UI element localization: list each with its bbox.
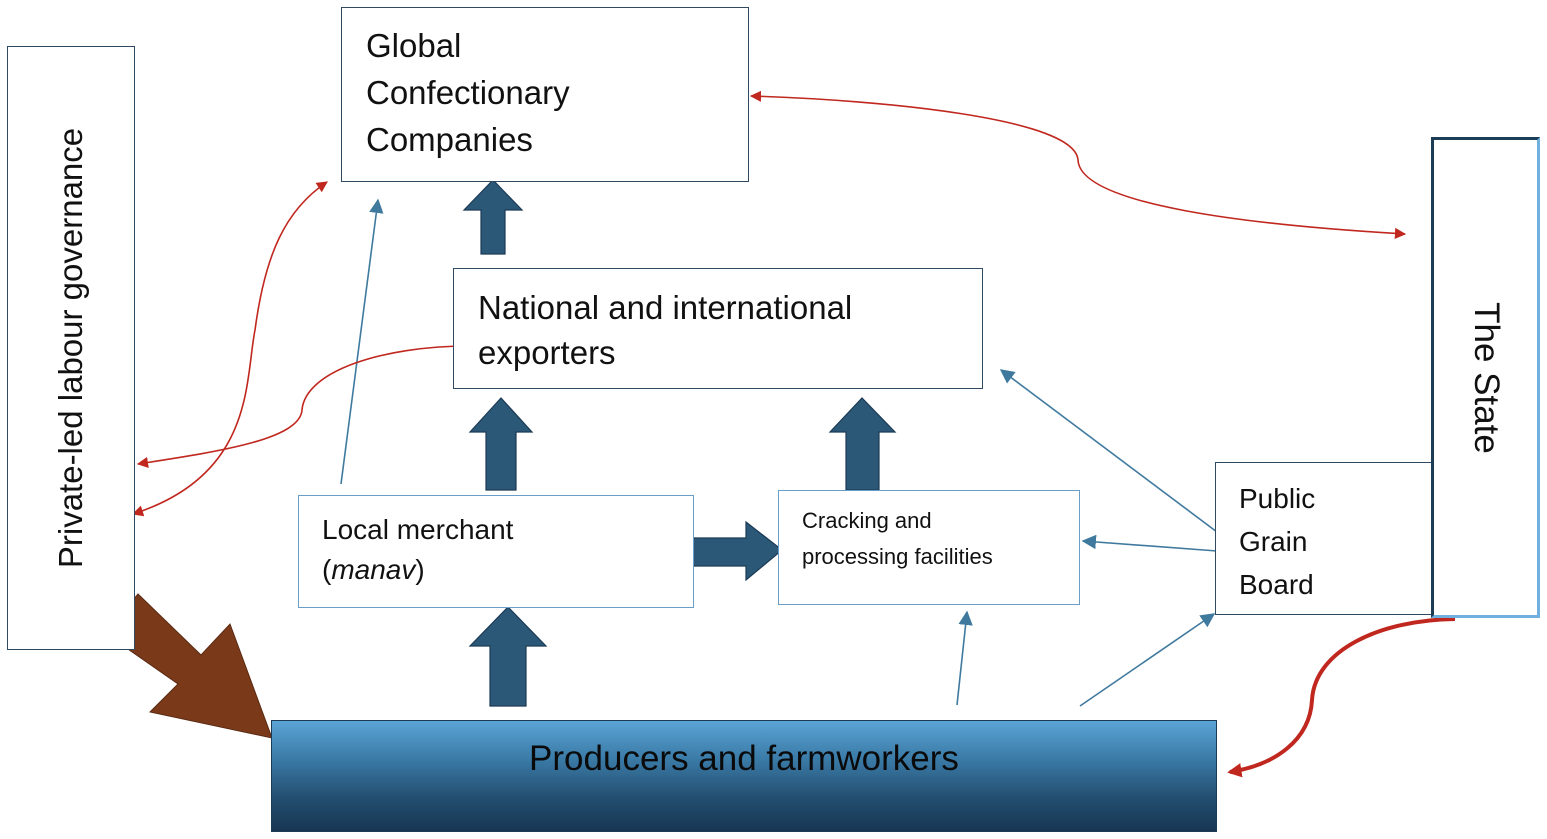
link-merchant-to-global <box>340 198 384 485</box>
influence-global-state <box>749 90 1407 240</box>
label-line: Companies <box>366 121 533 158</box>
public-grain-board-label: Public Grain Board <box>1239 477 1315 606</box>
private-labour-governance-label: Private-led labour governance <box>52 127 89 569</box>
label-line: Board <box>1239 569 1314 600</box>
label-line: Confectionary <box>366 74 570 111</box>
label-paren: ( <box>322 554 332 585</box>
flow-arrow-producers-to-merchant <box>468 606 548 707</box>
public-grain-board-box: Public Grain Board <box>1215 462 1433 615</box>
global-confectionary-companies-label: Global Confectionary Companies <box>366 22 570 163</box>
label-line: Local merchant <box>322 514 514 545</box>
global-confectionary-companies-box: Global Confectionary Companies <box>341 7 749 182</box>
label-line: National and international <box>478 289 853 326</box>
influence-private-global <box>131 181 328 517</box>
cracking-processing-box: Cracking and processing facilities <box>778 490 1080 605</box>
label-line: exporters <box>478 334 616 371</box>
flow-arrow-exporters-to-global <box>462 179 524 255</box>
label-line: Public <box>1239 483 1316 514</box>
flow-arrow-merchant-to-cracking <box>692 520 783 582</box>
influence-private-exporters <box>136 340 472 468</box>
exporters-box: National and international exporters <box>453 268 983 389</box>
local-merchant-box: Local merchant (manav) <box>298 495 694 608</box>
label-line: Grain <box>1239 526 1308 557</box>
producers-farmworkers-box: Producers and farmworkers <box>271 720 1217 832</box>
flow-arrow-merchant-to-exporters <box>468 397 534 491</box>
cracking-processing-label: Cracking and processing facilities <box>802 503 993 575</box>
label-line: Global <box>366 27 462 64</box>
local-merchant-label: Local merchant (manav) <box>322 510 513 590</box>
label-paren: ) <box>415 554 425 585</box>
label-line: processing facilities <box>802 544 993 569</box>
link-pgb-to-cracking <box>1081 534 1218 552</box>
flow-arrow-cracking-to-exporters <box>828 397 897 491</box>
link-producers-to-cracking <box>956 610 973 706</box>
the-state-label: The State <box>1466 301 1506 454</box>
governance-arrow-to-producers <box>104 593 273 739</box>
label-italic-term: manav <box>331 554 416 585</box>
producers-farmworkers-label: Producers and farmworkers <box>529 739 959 778</box>
state-to-producers-arrow <box>1227 617 1456 778</box>
label-line: Cracking and <box>802 508 932 533</box>
link-pgb-to-exporters <box>999 369 1218 533</box>
the-state-box: The State <box>1431 137 1540 618</box>
link-producers-to-pgb <box>1079 613 1216 707</box>
exporters-label: National and international exporters <box>478 285 852 375</box>
private-labour-governance-box: Private-led labour governance <box>7 46 135 650</box>
